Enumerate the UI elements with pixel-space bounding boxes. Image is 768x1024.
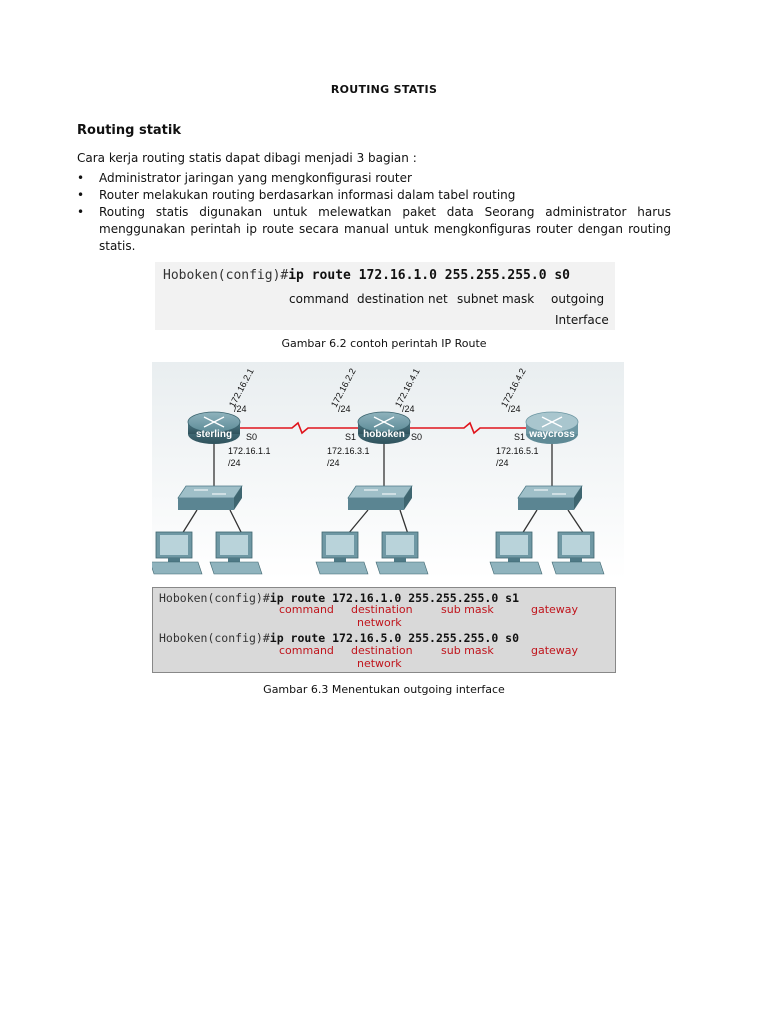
annotation-command: command [279,644,334,657]
intro-paragraph: Cara kerja routing statis dapat dibagi m… [77,151,417,165]
command-line-1: Hoboken(config)#ip route 172.16.1.0 255.… [159,591,519,605]
link-mask: /24 [338,404,351,414]
computer-icon [489,531,543,575]
cables [181,440,585,535]
lan-mask-label: /24 [496,458,509,468]
label-outgoing: outgoing [551,292,605,306]
router-waycross-icon [525,411,579,444]
link-mask: /24 [234,404,247,414]
lan-ip-label: 172.16.3.1 [327,446,370,456]
router-name-hoboken: hoboken [363,429,405,440]
label-destination-net: destination net [357,292,448,306]
router-hoboken-icon [357,411,411,444]
section-heading: Routing statik [77,123,181,138]
link-mask: /24 [508,404,521,414]
annotation-gateway: gateway [531,644,579,657]
interface-label: S1 [514,432,525,442]
interface-label: S0 [411,432,422,442]
command-text: ip route 172.16.5.0 255.255.255.0 s0 [269,631,520,645]
annotation-gateway: gateway [531,603,579,616]
computer-icon [315,531,369,575]
command-text: ip route 172.16.1.0 255.255.255.0 s0 [288,268,570,283]
network-diagram: sterling hoboken waycross 172.16.2.1 /24… [149,362,624,580]
computer-icon [551,531,605,575]
label-subnet-mask: subnet mask [457,292,535,306]
figure-6-3-caption: Gambar 6.3 Menentukan outgoing interface [263,683,505,696]
annotation-submask: sub mask [441,603,494,616]
list-item: Routing statis digunakan untuk melewatka… [77,204,671,255]
annotation-network: network [357,616,402,629]
command-line: Hoboken(config)#ip route 172.16.1.0 255.… [163,268,570,283]
computers [149,531,605,575]
router-name-sterling: sterling [196,429,232,440]
label-interface: Interface [555,313,609,327]
command-prompt: Hoboken(config)# [163,268,289,283]
annotation-destination: destination [351,644,413,657]
link-mask: /24 [402,404,415,414]
switch-left-icon [177,485,243,510]
computer-icon [209,531,263,575]
lan-ip-label: 172.16.5.1 [496,446,539,456]
annotation-submask: sub mask [441,644,494,657]
bullet-list: Administrator jaringan yang mengkonfigur… [77,170,671,255]
lan-mask-label: /24 [327,458,340,468]
interface-label: S0 [246,432,257,442]
command-line-2: Hoboken(config)#ip route 172.16.5.0 255.… [159,631,519,645]
figure-6-2-caption: Gambar 6.2 contoh perintah IP Route [281,337,487,350]
annotation-command: command [279,603,334,616]
label-command: command [289,292,349,306]
annotation-network: network [357,657,402,670]
command-text: ip route 172.16.1.0 255.255.255.0 s1 [269,591,520,605]
figure-6-3-command-box: Hoboken(config)#ip route 172.16.1.0 255.… [152,587,616,673]
interface-label: S1 [345,432,356,442]
figure-6-2-command-box: Hoboken(config)#ip route 172.16.1.0 255.… [155,262,615,330]
lan-ip-label: 172.16.1.1 [228,446,271,456]
command-prompt: Hoboken(config)# [159,591,270,605]
computer-icon [375,531,429,575]
switch-middle-icon [347,485,413,510]
list-item: Router melakukan routing berdasarkan inf… [77,187,671,204]
switch-right-icon [517,485,583,510]
lan-mask-label: /24 [228,458,241,468]
computer-icon [149,531,203,575]
list-item: Administrator jaringan yang mengkonfigur… [77,170,671,187]
annotation-destination: destination [351,603,413,616]
serial-links [238,421,530,435]
router-sterling-icon [187,411,241,444]
page-title: ROUTING STATIS [330,83,438,96]
router-name-waycross: waycross [528,429,575,440]
command-prompt: Hoboken(config)# [159,631,270,645]
